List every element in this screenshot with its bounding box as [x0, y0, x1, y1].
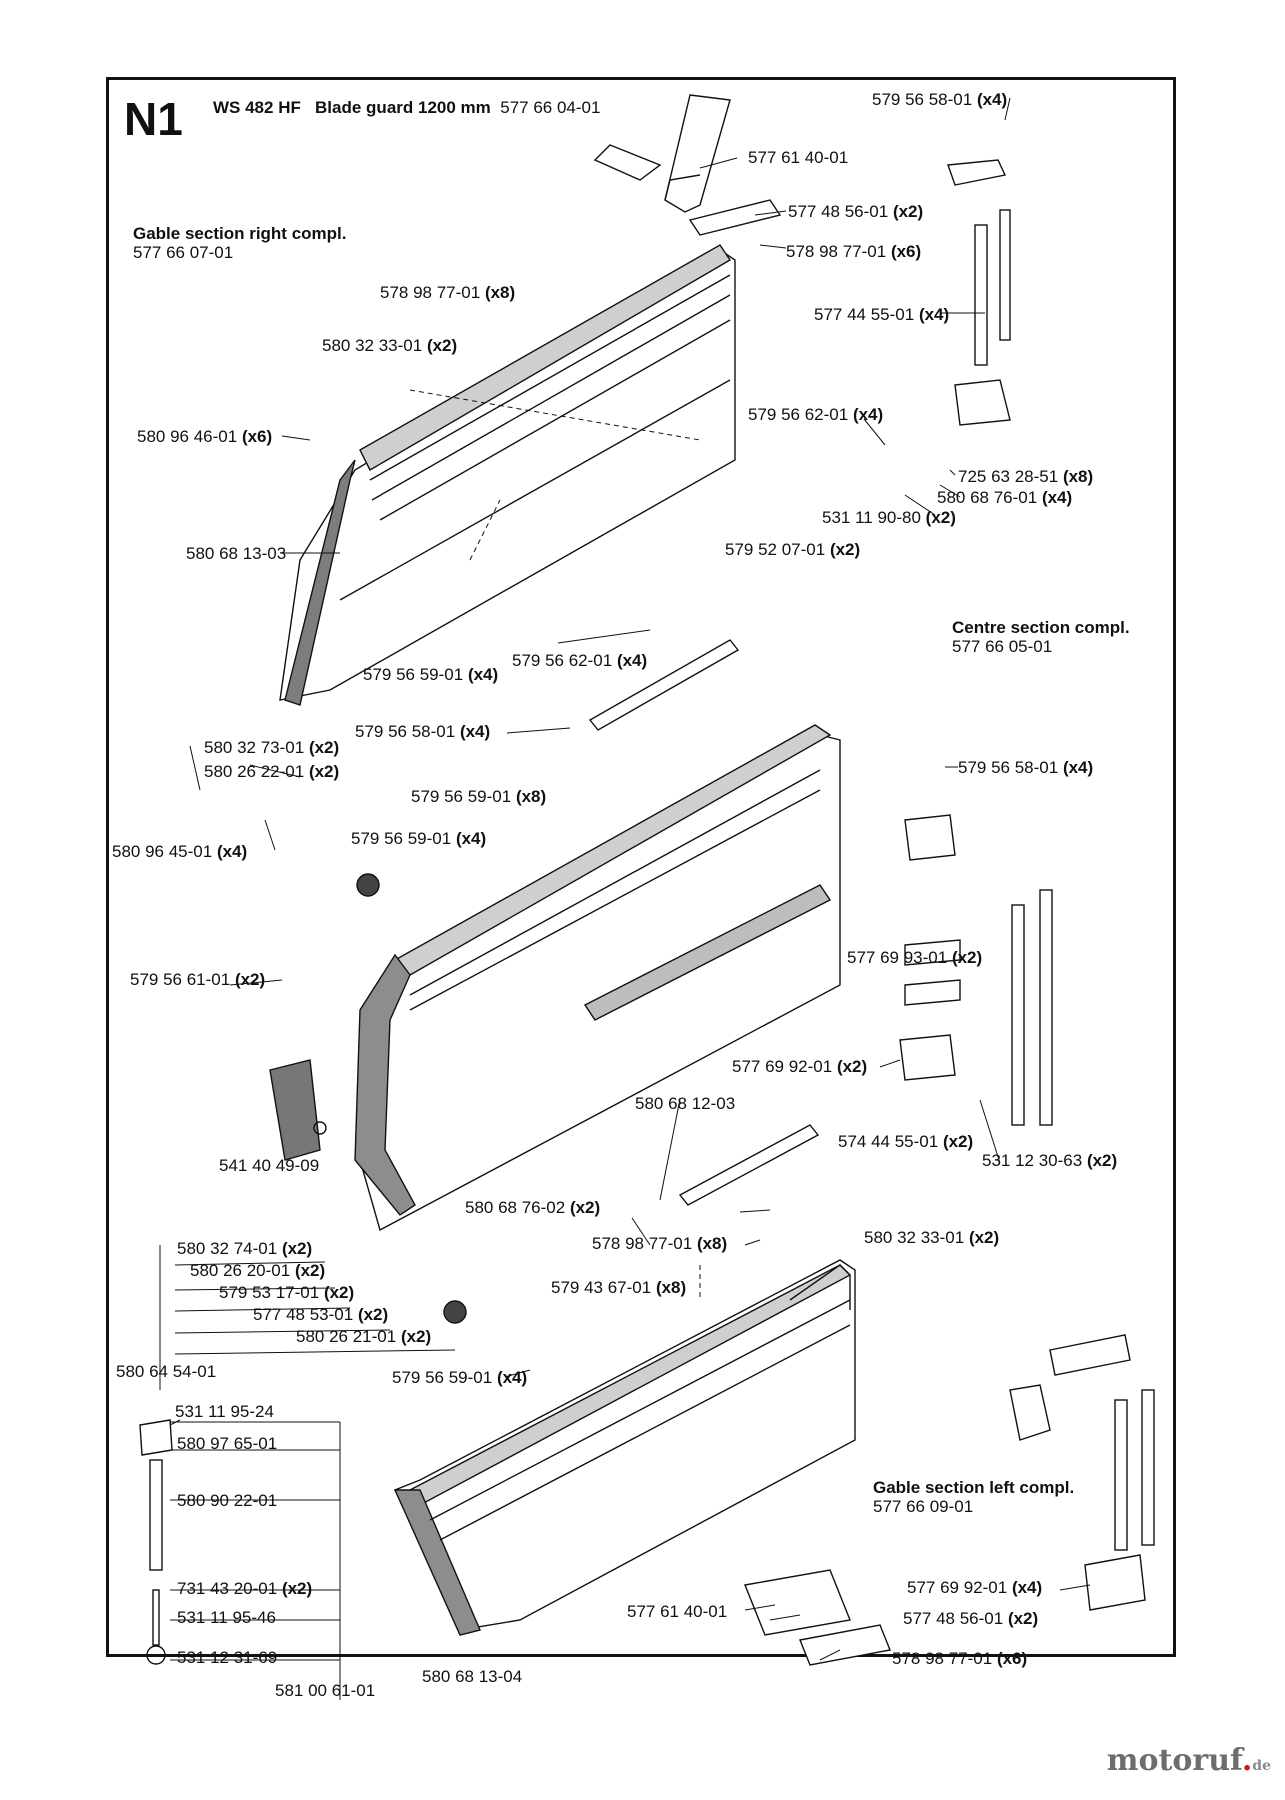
part-callout: 580 96 45-01 (x4) — [112, 842, 248, 861]
assembly-title: WS 482 HF Blade guard 1200 mm 577 66 04-… — [213, 98, 600, 118]
part-callout: 578 98 77-01 (x8) — [592, 1234, 728, 1253]
part-callout: 580 68 12-03 — [635, 1094, 736, 1113]
part-callout: 531 11 95-46 — [177, 1608, 276, 1627]
part-callout: 579 56 58-01 (x4) — [958, 758, 1094, 777]
part-callout: 579 56 62-01 (x4) — [512, 651, 648, 670]
group-name: Centre section compl. — [952, 618, 1130, 637]
part-callout: 577 48 56-01 (x2) — [903, 1609, 1039, 1628]
part-callout: 531 12 31-69 — [177, 1648, 278, 1667]
part-callout: 580 26 21-01 (x2) — [296, 1327, 432, 1346]
part-callout: 731 43 20-01 (x2) — [177, 1579, 313, 1598]
part-callout: 577 44 55-01 (x4) — [814, 305, 950, 324]
part-callout: 579 56 59-01 (x4) — [363, 665, 499, 684]
part-callout: 541 40 49-09 — [219, 1156, 320, 1175]
part-callout: 579 56 62-01 (x4) — [748, 405, 884, 424]
part-callout: 531 11 90-80 (x2) — [822, 508, 956, 527]
part-callout: 580 32 33-01 (x2) — [322, 336, 458, 355]
group-centre: Centre section compl. 577 66 05-01 — [952, 618, 1130, 656]
part-callout: 574 44 55-01 (x2) — [838, 1132, 974, 1151]
group-number: 577 66 09-01 — [873, 1497, 974, 1516]
part-callout: 531 11 95-24 — [175, 1402, 274, 1421]
part-callout: 725 63 28-51 (x8) — [958, 467, 1094, 486]
part-callout: 577 61 40-01 — [627, 1602, 728, 1621]
group-gable-left: Gable section left compl. 577 66 09-01 — [873, 1478, 1074, 1516]
part-callout: 531 12 30-63 (x2) — [982, 1151, 1118, 1170]
watermark-logo: motoruf.de — [1106, 1743, 1271, 1778]
part-callout: 580 68 13-04 — [422, 1667, 523, 1686]
part-callout: 580 96 46-01 (x6) — [137, 427, 273, 446]
part-callout: 578 98 77-01 (x6) — [892, 1649, 1028, 1668]
part-callout: 580 68 13-03 — [186, 544, 287, 563]
part-callout: 577 48 56-01 (x2) — [788, 202, 924, 221]
part-callout: 580 32 73-01 (x2) — [204, 738, 340, 757]
group-name: Gable section right compl. — [133, 224, 347, 243]
part-callout: 579 52 07-01 (x2) — [725, 540, 861, 559]
part-callout: 577 69 93-01 (x2) — [847, 948, 983, 967]
part-callout: 577 48 53-01 (x2) — [253, 1305, 389, 1324]
part-callout: 581 00 61-01 — [275, 1681, 376, 1700]
assembly-name: Blade guard 1200 mm — [315, 98, 491, 117]
part-callout: 578 98 77-01 (x8) — [380, 283, 516, 302]
part-callout: 580 90 22-01 — [177, 1491, 278, 1510]
drawing-frame — [106, 77, 1176, 1657]
part-callout: 579 56 58-01 (x4) — [872, 90, 1008, 109]
group-number: 577 66 07-01 — [133, 243, 234, 262]
part-callout: 579 56 59-01 (x4) — [351, 829, 487, 848]
group-number: 577 66 05-01 — [952, 637, 1053, 656]
part-callout: 577 69 92-01 (x2) — [732, 1057, 868, 1076]
part-callout: 579 43 67-01 (x8) — [551, 1278, 687, 1297]
part-callout: 579 56 59-01 (x4) — [392, 1368, 528, 1387]
group-gable-right: Gable section right compl. 577 66 07-01 — [133, 224, 346, 262]
part-callout: 579 53 17-01 (x2) — [219, 1283, 355, 1302]
part-callout: 578 98 77-01 (x6) — [786, 242, 922, 261]
part-callout: 580 32 33-01 (x2) — [864, 1228, 1000, 1247]
part-callout: 580 97 65-01 — [177, 1434, 278, 1453]
part-callout: 580 64 54-01 — [116, 1362, 217, 1381]
part-callout: 580 32 74-01 (x2) — [177, 1239, 313, 1258]
part-callout: 579 56 59-01 (x8) — [411, 787, 547, 806]
part-callout: 577 61 40-01 — [748, 148, 849, 167]
part-callout: 579 56 61-01 (x2) — [130, 970, 266, 989]
model-name: WS 482 HF — [213, 98, 301, 117]
part-callout: 580 26 20-01 (x2) — [190, 1261, 326, 1280]
part-callout: 580 26 22-01 (x2) — [204, 762, 340, 781]
part-callout: 579 56 58-01 (x4) — [355, 722, 491, 741]
assembly-number: 577 66 04-01 — [500, 98, 601, 117]
part-callout: 580 68 76-02 (x2) — [465, 1198, 601, 1217]
part-callout: 580 68 76-01 (x4) — [937, 488, 1073, 507]
part-callout: 577 69 92-01 (x4) — [907, 1578, 1043, 1597]
group-name: Gable section left compl. — [873, 1478, 1075, 1497]
section-code: N1 — [124, 93, 183, 145]
